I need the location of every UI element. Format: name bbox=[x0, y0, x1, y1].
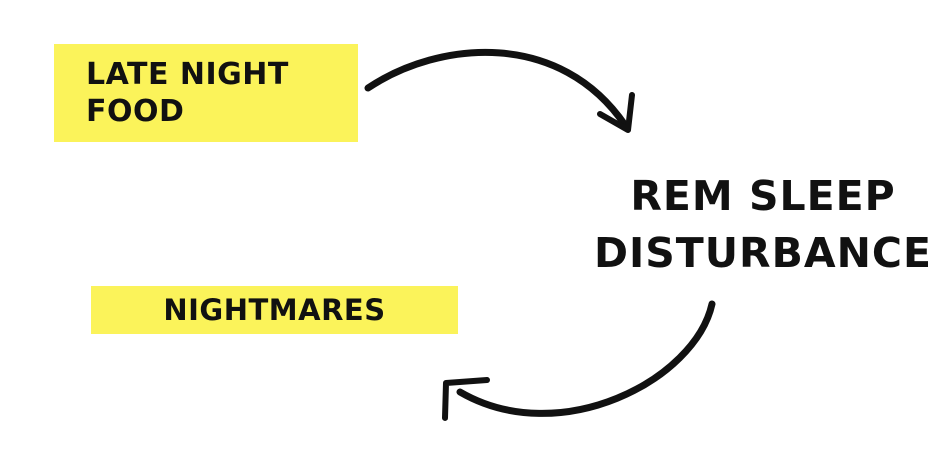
node-nightmares-label: NIGHTMARES bbox=[163, 292, 386, 327]
arrowhead-rem-to-nightmares bbox=[442, 377, 490, 421]
node-rem-line2: DISTURBANCE bbox=[593, 229, 933, 278]
arrow-rem-to-nightmares bbox=[456, 300, 716, 417]
node-rem-line1: REM SLEEP bbox=[630, 172, 896, 220]
node-late-night-food: LATE NIGHT FOOD bbox=[54, 44, 358, 142]
arrowhead-food-to-rem bbox=[597, 92, 635, 133]
node-late-night-food-label: LATE NIGHT FOOD bbox=[86, 56, 326, 131]
node-rem-sleep-disturbance: REM SLEEP DISTURBANCE bbox=[588, 168, 938, 283]
node-late-night-food-line1: LATE NIGHT bbox=[86, 56, 289, 92]
node-late-night-food-line2: FOOD bbox=[86, 94, 185, 129]
node-nightmares: NIGHTMARES bbox=[91, 286, 458, 334]
arrow-food-to-rem bbox=[364, 48, 629, 129]
